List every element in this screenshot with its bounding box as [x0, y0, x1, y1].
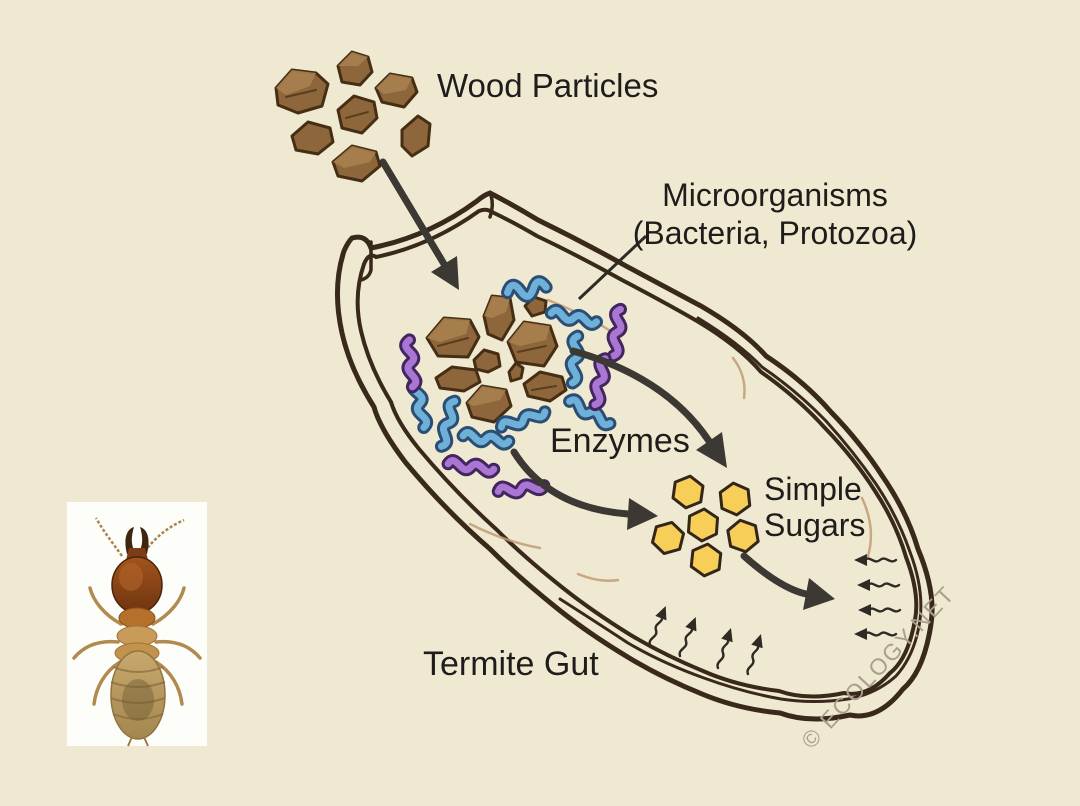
termite-photo [67, 502, 207, 747]
absorption-arrow [711, 625, 738, 672]
termite-leg [154, 660, 184, 706]
termite-leg [154, 639, 202, 660]
bacteria-squiggle [439, 400, 457, 447]
sugar-hexagon [650, 520, 686, 556]
enzymes-label: Enzymes [550, 422, 690, 460]
microorganisms-to-sugars-arrow [569, 347, 727, 468]
bacteria-squiggle [463, 432, 510, 446]
bacteria-squiggle [551, 309, 597, 326]
simple-sugars-label-line1: Simple [764, 471, 862, 507]
wood-particles-label: Wood Particles [437, 67, 659, 104]
gut-crease [731, 356, 746, 400]
absorption-arrow [741, 631, 768, 678]
microorganisms-pointer-line [577, 234, 648, 301]
sugar-hexagon [689, 542, 723, 578]
abdomen-band [112, 666, 164, 673]
microorganisms-label: Microorganisms (Bacteria, Protozoa) [620, 176, 930, 253]
sugar-hexagon [671, 474, 705, 510]
gut-outer-wall [335, 190, 935, 722]
bacteria-squiggle [507, 281, 547, 299]
microorganisms-label-line2: (Bacteria, Protozoa) [632, 215, 918, 252]
sugar-hexagons [650, 474, 760, 578]
termite-antenna-right [140, 518, 185, 557]
gut-mouth-left-lip [359, 240, 373, 282]
protozoa-squiggle [611, 309, 623, 356]
gut-mouth-right-lip [488, 193, 495, 219]
simple-sugars-label: Simple Sugars [764, 471, 866, 544]
wood-particles-in-gut [425, 294, 568, 424]
enzymes-to-sugars-arrow [510, 448, 658, 530]
simple-sugars-label-line2: Sugars [764, 506, 866, 543]
absorption-arrows [643, 552, 902, 678]
termite-gut-illustration [335, 190, 935, 722]
protozoa-squiggle [498, 483, 545, 495]
protozoa-squiggle [448, 460, 495, 474]
abdomen-band [110, 681, 166, 688]
termite-mandible-left [125, 527, 136, 554]
termite-pronotum [118, 607, 156, 629]
abdomen-band [110, 697, 166, 704]
gut-crease [576, 572, 620, 582]
termite-leg [88, 586, 123, 626]
termite-cerci [127, 736, 149, 747]
wood-particles-outside [274, 50, 432, 183]
termite-head-highlight [119, 563, 143, 591]
absorption-arrow [855, 577, 901, 593]
abdomen-blotch [122, 679, 154, 721]
gut-wall-middle-layer [558, 316, 923, 703]
termite-gut-label: Termite Gut [423, 645, 599, 683]
bacteria-squiggle [570, 336, 580, 383]
sugars-to-wall-arrow [740, 552, 835, 610]
gut-crease [468, 522, 542, 550]
termite-leg [72, 639, 120, 660]
termite-mandible-right [138, 527, 149, 554]
sugar-hexagon [726, 518, 760, 554]
termite-insect [72, 517, 202, 747]
abdomen-band [112, 713, 164, 720]
microorganisms-label-line1: Microorganisms [662, 177, 888, 213]
bacteria-squiggle [500, 409, 546, 430]
termite-antenna-left [94, 517, 124, 557]
gut-inner-cavity [355, 207, 919, 699]
flow-arrows [379, 158, 835, 610]
absorption-arrow [643, 602, 673, 649]
gut-crease [860, 496, 873, 558]
absorption-arrow [856, 602, 902, 618]
sugar-hexagon [718, 481, 752, 517]
sugar-hexagon [686, 507, 720, 543]
termite-leg [151, 586, 186, 626]
protozoa-squiggle [405, 340, 417, 387]
absorption-arrow [673, 613, 703, 660]
termite-leg [92, 660, 122, 706]
absorption-arrow [852, 552, 898, 568]
wood-entry-arrow [379, 158, 459, 290]
